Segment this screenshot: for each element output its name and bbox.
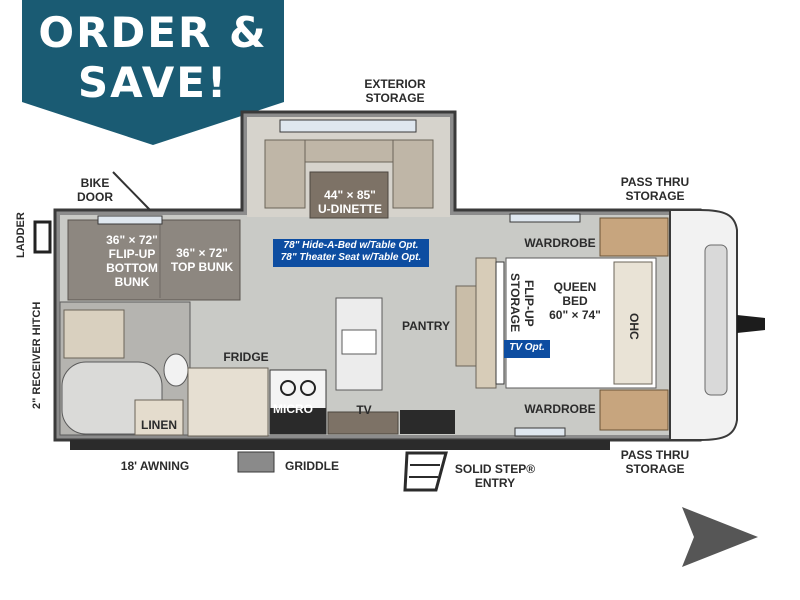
linen-label: LINEN: [141, 418, 177, 432]
pantry-label: PANTRY: [402, 319, 450, 333]
exterior-storage-label: EXTERIOR STORAGE: [364, 77, 426, 105]
u-dinette-label: 44" × 85" U-DINETTE: [318, 188, 382, 216]
tv-option-box: TV Opt.: [504, 340, 550, 358]
fridge-label: FRIDGE: [223, 350, 269, 364]
play-arrow-icon[interactable]: [680, 505, 760, 570]
wardrobe-top-label: WARDROBE: [524, 236, 596, 250]
ladder-label: LADDER: [15, 212, 27, 259]
tv-label: TV: [356, 403, 372, 417]
dinette-option-box: 78" Hide-A-Bed w/Table Opt. 78" Theater …: [273, 239, 429, 267]
queen-bed-label: QUEEN BED 60" × 74": [549, 280, 601, 322]
solid-step-entry-label: SOLID STEP® ENTRY: [454, 462, 536, 490]
bike-door-label: BIKE DOOR: [77, 176, 113, 204]
receiver-hitch-label: 2" RECEIVER HITCH: [31, 301, 43, 409]
pass-thru-storage-bottom-label: PASS THRU STORAGE: [620, 448, 690, 476]
order-save-banner[interactable]: [22, 0, 284, 145]
top-bunk-label: 36" × 72" TOP BUNK: [170, 246, 234, 274]
awning-label: 18' AWNING: [120, 459, 190, 473]
griddle-label: GRIDDLE: [285, 459, 339, 473]
flip-up-bunk-label: 36" × 72" FLIP-UP BOTTOM BUNK: [106, 233, 158, 289]
ohc-label: OHC: [627, 312, 641, 340]
flip-up-storage-label: FLIP-UP STORAGE: [508, 273, 536, 333]
wardrobe-bottom-label: WARDROBE: [524, 402, 596, 416]
pass-thru-storage-top-label: PASS THRU STORAGE: [620, 175, 690, 203]
micro-label: MICRO: [273, 402, 313, 416]
banner-text: ORDER & SAVE!: [38, 8, 268, 107]
